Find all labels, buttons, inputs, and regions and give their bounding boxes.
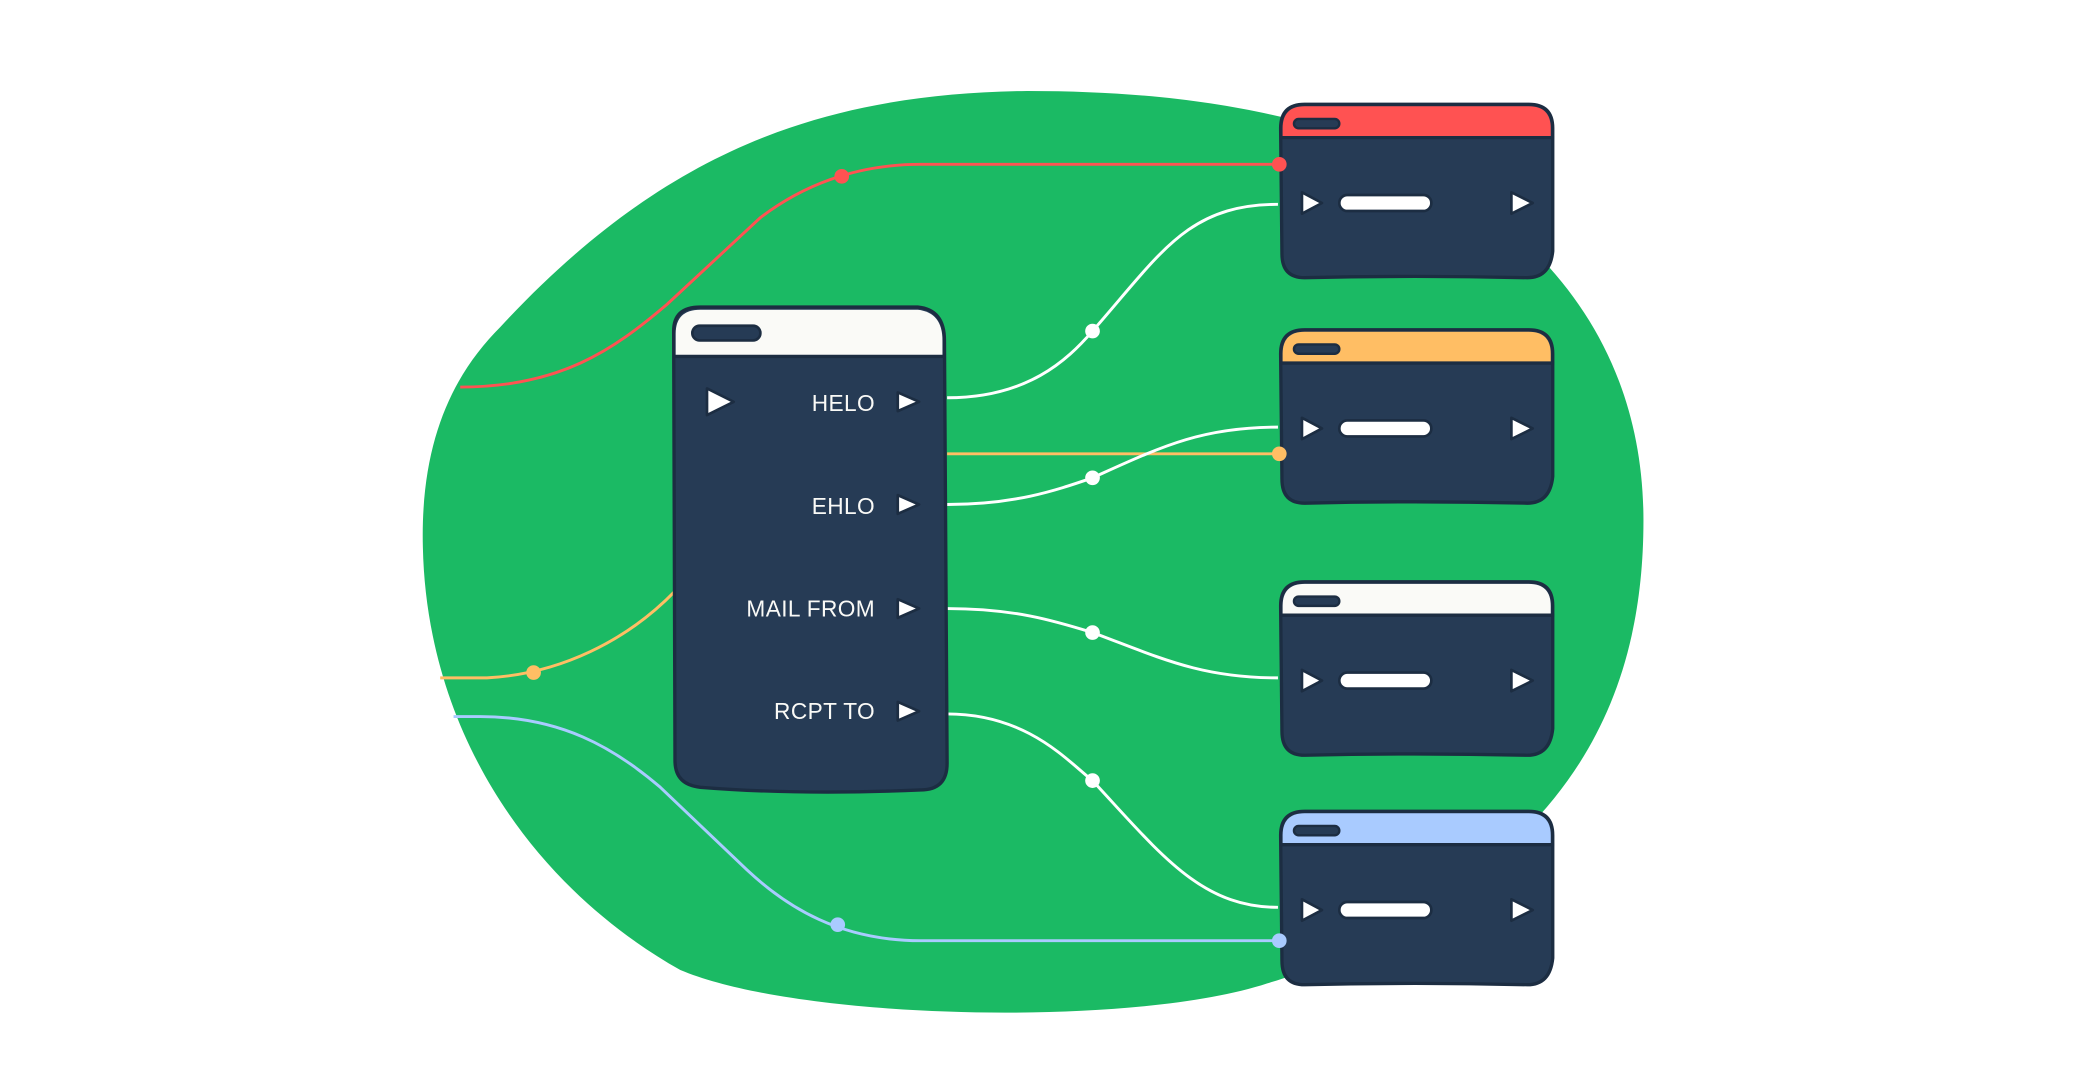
header-pill [690,324,762,342]
value-bar [1337,900,1433,920]
header-pill [1292,824,1341,837]
wire-blue [453,715,1278,943]
target-node[interactable] [1278,580,1555,757]
target-node-body [1278,580,1555,757]
wire-dot-ehlo [1085,470,1100,486]
output-port-arrow-icon[interactable] [1510,668,1535,693]
wire-orange-left [440,590,677,680]
output-port-arrow-icon[interactable] [896,391,921,413]
wire-endpoint-dot [1271,933,1287,949]
target-node[interactable] [1278,102,1555,280]
source-node-body [671,305,949,794]
value-bar [1337,671,1433,690]
output-port-arrow-icon[interactable] [896,493,921,516]
value-bar [1337,419,1433,438]
output-port-arrow-icon[interactable] [1510,190,1535,216]
target-node-header [1282,583,1551,614]
output-port-arrow-icon[interactable] [1510,416,1535,441]
target-node[interactable] [1278,328,1555,505]
command-label-mail-from: MAIL FROM [746,596,875,622]
target-node-body [1278,102,1555,280]
output-port-arrow-icon[interactable] [896,700,921,722]
target-node[interactable] [1278,809,1555,987]
input-port-arrow-icon[interactable] [1300,190,1324,216]
input-port-arrow-icon[interactable] [1300,416,1324,441]
play-icon [705,387,736,417]
header-pill [1292,343,1341,355]
wire-dot-blue [830,917,846,933]
target-node-body [1278,328,1555,505]
wire-endpoint-dot [1271,156,1287,172]
target-node-header [1282,106,1551,137]
value-bar [1337,193,1433,213]
target-node-header [1282,331,1551,362]
header-pill [1292,117,1341,130]
wire-endpoint-dot [1271,446,1287,462]
output-port-arrow-icon[interactable] [896,597,921,620]
input-port-arrow-icon[interactable] [1300,898,1324,923]
wire-dot-orange [526,665,541,680]
source-node[interactable]: HELO EHLO MAIL FROM RCPT TO [671,305,949,794]
wire-dot-red [834,168,850,184]
wire-dot-helo [1085,323,1100,339]
input-port-arrow-icon[interactable] [1300,668,1324,693]
command-label-rcpt-to: RCPT TO [774,698,875,724]
wire-dot-mail-from [1085,625,1100,640]
command-label-ehlo: EHLO [812,493,875,519]
wire-dot-rcpt-to [1085,773,1100,788]
target-node-body [1278,809,1555,987]
target-node-header [1282,813,1551,844]
wire-red [460,162,1278,389]
header-pill [1292,595,1341,608]
output-port-arrow-icon[interactable] [1510,898,1535,923]
command-label-helo: HELO [812,390,875,416]
source-node-header [675,309,943,356]
